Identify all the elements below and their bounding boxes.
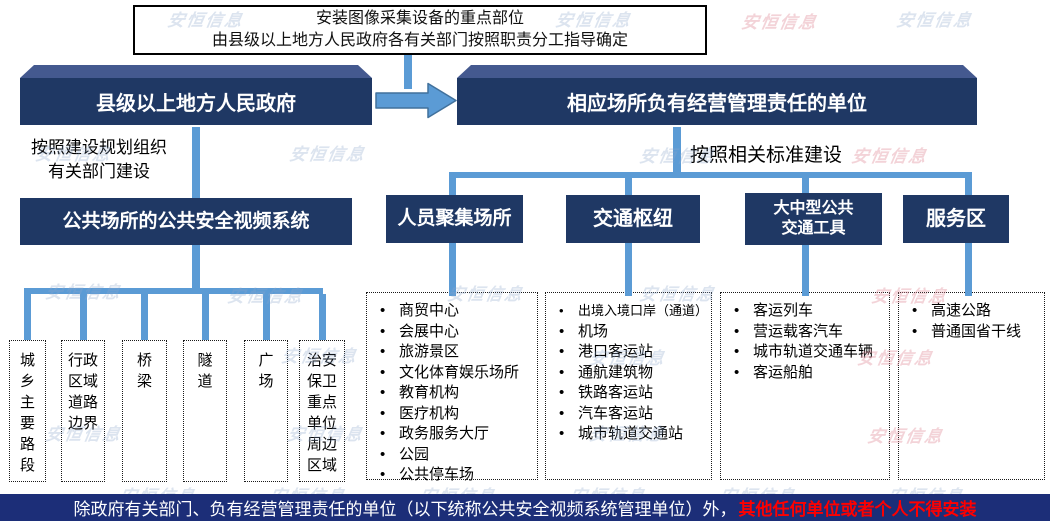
- item-list: 客运列车营运载客汽车城市轨道交通车辆客运船舶: [725, 301, 885, 383]
- list-transport-hub: 出境入境口岸（通道）机场港口客运站通航建筑物铁路客运站汽车客运站城市轨道交通站: [545, 292, 712, 480]
- category-box-service-area: 服务区: [903, 195, 1009, 243]
- leaf-label: 行政区域道路边界: [67, 352, 98, 432]
- item-list: 商贸中心会展中心旅游景区文化体育娱乐场所教育机构医疗机构政务服务大厅公园公共停车…: [371, 301, 533, 486]
- connector-cat-3-bottom: [802, 245, 809, 296]
- list-item: 政务服务大厅: [371, 424, 533, 445]
- connector-gov-system: [192, 127, 200, 198]
- leaf-box-admin-boundary: 行政区域道路边界: [61, 340, 105, 482]
- unit-box-bevel: [457, 65, 977, 78]
- connector-unit-down: [673, 127, 681, 174]
- category-box-crowded-places: 人员聚集场所: [386, 195, 523, 243]
- connector-leaf-5: [263, 294, 270, 340]
- watermark-text: 安恒信息: [894, 11, 975, 30]
- list-item: 旅游景区: [371, 342, 533, 363]
- leaf-label: 隧道: [197, 352, 213, 390]
- list-item: 医疗机构: [371, 404, 533, 425]
- top-note-line2: 由县级以上地方人民政府各有关部门按照职责分工指导确定: [211, 32, 628, 49]
- leaf-box-bridges: 桥梁: [122, 340, 167, 482]
- leaf-box-security-key-units: 治安保卫重点单位周边区域: [299, 340, 345, 482]
- connector-cat-3-top: [802, 178, 809, 194]
- right-arrow-icon: [375, 82, 457, 119]
- category-box-public-transport-vehicles: 大中型公共交通工具: [745, 193, 882, 245]
- leaf-label: 城乡主要路段: [19, 352, 35, 474]
- connector-leaf-3: [141, 294, 148, 340]
- list-item: 客运列车: [725, 301, 885, 322]
- gov-box: 县级以上地方人民政府: [20, 65, 372, 125]
- connector-cat-4-top: [965, 178, 972, 196]
- gov-box-bevel: [20, 65, 372, 78]
- connector-cat-1-top: [449, 178, 456, 196]
- item-list: 出境入境口岸（通道）机场港口客运站通航建筑物铁路客运站汽车客运站城市轨道交通站: [550, 301, 708, 445]
- connector-left-hbar: [24, 288, 323, 294]
- system-box-label: 公共场所的公共安全视频系统: [20, 198, 352, 245]
- gov-box-label: 县级以上地方人民政府: [20, 78, 372, 125]
- leaf-box-tunnels: 隧道: [183, 340, 227, 482]
- left-branch-note: 按照建设规划组织 有关部门建设: [8, 136, 190, 184]
- list-item: 公共停车场: [371, 465, 533, 486]
- leaf-label: 广场: [258, 352, 274, 390]
- list-item: 机场: [550, 322, 707, 343]
- top-note-line1: 安装图像采集设备的重点部位: [315, 10, 524, 27]
- connector-cat-4-bottom: [965, 243, 972, 296]
- item-list: 高速公路普通国省干线: [903, 301, 1040, 342]
- list-item: 会展中心: [371, 322, 533, 343]
- list-item: 高速公路: [903, 301, 1040, 322]
- list-item: 通航建筑物: [550, 363, 707, 384]
- connector-cat-1-bottom: [449, 243, 456, 296]
- left-note-line1: 按照建设规划组织: [31, 138, 167, 157]
- connector-system-down: [192, 245, 200, 290]
- category-label: 大中型公共交通工具: [773, 200, 854, 237]
- unit-box-label: 相应场所负有经营管理责任的单位: [457, 78, 977, 125]
- list-item: 城市轨道交通车辆: [725, 342, 885, 363]
- unit-box: 相应场所负有经营管理责任的单位: [457, 65, 977, 125]
- list-item: 港口客运站: [550, 342, 707, 363]
- connector-right-hbar: [449, 172, 972, 178]
- right-branch-note: 按照相关标准建设: [690, 145, 843, 166]
- connector-top-note: [404, 55, 412, 89]
- leaf-label: 治安保卫重点单位周边区域: [306, 352, 337, 474]
- connector-leaf-4: [202, 294, 209, 340]
- leaf-box-squares: 广场: [244, 340, 288, 482]
- list-item: 城市轨道交通站: [550, 424, 707, 445]
- footer-alert-text: 其他任何单位或者个人不得安装: [738, 500, 977, 519]
- list-item: 普通国省干线: [903, 322, 1040, 343]
- list-service-area: 高速公路普通国省干线: [898, 292, 1045, 480]
- watermark-text: 安恒信息: [287, 145, 368, 164]
- list-item: 公园: [371, 445, 533, 466]
- list-item: 商贸中心: [371, 301, 533, 322]
- list-item: 汽车客运站: [550, 404, 707, 425]
- leaf-label: 桥梁: [136, 352, 152, 390]
- connector-cat-2-top: [625, 178, 632, 196]
- footer-text: 除政府有关部门、负有经营管理责任的单位（以下统称公共安全视频系统管理单位）外，: [73, 500, 737, 519]
- list-item: 铁路客运站: [550, 383, 707, 404]
- top-note-box: 安装图像采集设备的重点部位 由县级以上地方人民政府各有关部门按照职责分工指导确定: [133, 5, 707, 55]
- list-public-transport-vehicles: 客运列车营运载客汽车城市轨道交通车辆客运船舶: [720, 292, 890, 480]
- watermark-text: 安恒信息: [739, 13, 820, 32]
- list-item: 文化体育娱乐场所: [371, 363, 533, 384]
- connector-cat-2-bottom: [625, 243, 632, 296]
- list-item: 营运载客汽车: [725, 322, 885, 343]
- connector-leaf-2: [80, 294, 87, 340]
- connector-leaf-1: [24, 294, 31, 340]
- list-item: 客运船舶: [725, 363, 885, 384]
- left-note-line2: 有关部门建设: [48, 162, 150, 181]
- list-item: 教育机构: [371, 383, 533, 404]
- footer-rule-bar: 除政府有关部门、负有经营管理责任的单位（以下统称公共安全视频系统管理单位）外，其…: [0, 494, 1050, 521]
- list-crowded-places: 商贸中心会展中心旅游景区文化体育娱乐场所教育机构医疗机构政务服务大厅公园公共停车…: [366, 292, 538, 485]
- connector-leaf-6: [319, 294, 326, 340]
- list-item: 出境入境口岸（通道）: [550, 301, 708, 322]
- category-box-transport-hub: 交通枢纽: [566, 195, 700, 243]
- leaf-box-urban-roads: 城乡主要路段: [9, 340, 46, 482]
